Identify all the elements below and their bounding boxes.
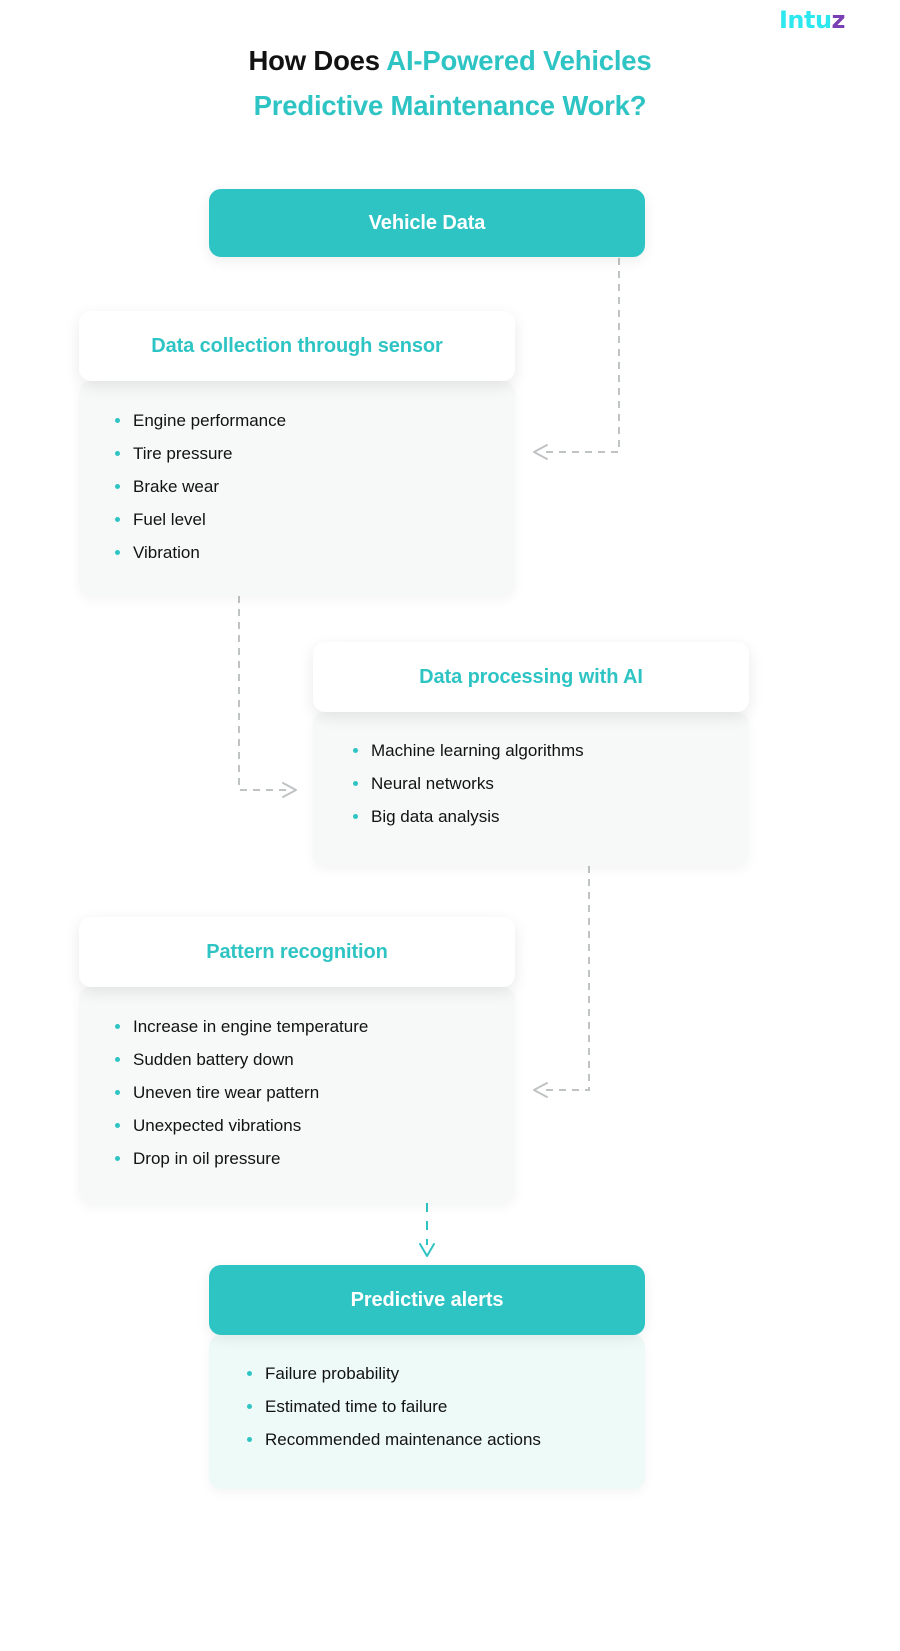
- connector-arrow-1: [533, 258, 620, 460]
- list-item: Uneven tire wear pattern: [115, 1076, 515, 1109]
- list-item: Recommended maintenance actions: [247, 1423, 645, 1456]
- page-title: How Does AI-Powered Vehicles Predictive …: [0, 38, 900, 128]
- list-data-collection: Engine performance Tire pressure Brake w…: [115, 404, 515, 569]
- card-pattern-recognition-header[interactable]: Pattern recognition: [79, 917, 515, 987]
- list-pattern-recognition: Increase in engine temperature Sudden ba…: [115, 1010, 515, 1175]
- list-item: Engine performance: [115, 404, 515, 437]
- list-item: Drop in oil pressure: [115, 1142, 515, 1175]
- list-item: Tire pressure: [115, 437, 515, 470]
- page-title-line2: Predictive Maintenance Work?: [253, 90, 647, 121]
- list-item: Neural networks: [353, 767, 749, 800]
- list-item: Machine learning algorithms: [353, 734, 749, 767]
- page-title-part-teal: AI-Powered Vehicles: [386, 45, 652, 76]
- card-data-collection-header[interactable]: Data collection through sensor: [79, 311, 515, 381]
- page-title-part-dark: How Does: [248, 45, 387, 76]
- card-predictive-alerts-body: Failure probability Estimated time to fa…: [209, 1335, 645, 1489]
- list-item: Unexpected vibrations: [115, 1109, 515, 1142]
- connector-arrow-3: [533, 866, 590, 1098]
- card-vehicle-data-header[interactable]: Vehicle Data: [209, 189, 645, 257]
- card-data-processing-header[interactable]: Data processing with AI: [313, 642, 749, 712]
- intuz-logo: Intuz: [778, 6, 846, 34]
- logo-text-main: Intu: [778, 6, 832, 34]
- connector-arrow-4: [419, 1203, 435, 1257]
- list-item: Fuel level: [115, 503, 515, 536]
- card-pattern-recognition-body: Increase in engine temperature Sudden ba…: [79, 987, 515, 1203]
- card-data-processing-title: Data processing with AI: [419, 665, 643, 688]
- list-item: Big data analysis: [353, 800, 749, 833]
- card-data-collection-body: Engine performance Tire pressure Brake w…: [79, 381, 515, 596]
- list-data-processing: Machine learning algorithms Neural netwo…: [353, 734, 749, 833]
- list-item: Estimated time to failure: [247, 1390, 645, 1423]
- card-data-collection-title: Data collection through sensor: [151, 334, 443, 357]
- card-pattern-recognition-title: Pattern recognition: [206, 940, 388, 963]
- card-predictive-alerts-title: Predictive alerts: [350, 1288, 504, 1311]
- list-item: Failure probability: [247, 1357, 645, 1390]
- card-vehicle-data-title: Vehicle Data: [368, 211, 486, 234]
- list-predictive-alerts: Failure probability Estimated time to fa…: [247, 1357, 645, 1456]
- list-item: Increase in engine temperature: [115, 1010, 515, 1043]
- card-predictive-alerts-header[interactable]: Predictive alerts: [209, 1265, 645, 1335]
- list-item: Brake wear: [115, 470, 515, 503]
- list-item: Vibration: [115, 536, 515, 569]
- logo-text-accent: z: [831, 6, 846, 34]
- connector-arrow-2: [238, 596, 297, 798]
- list-item: Sudden battery down: [115, 1043, 515, 1076]
- card-data-processing-body: Machine learning algorithms Neural netwo…: [313, 712, 749, 866]
